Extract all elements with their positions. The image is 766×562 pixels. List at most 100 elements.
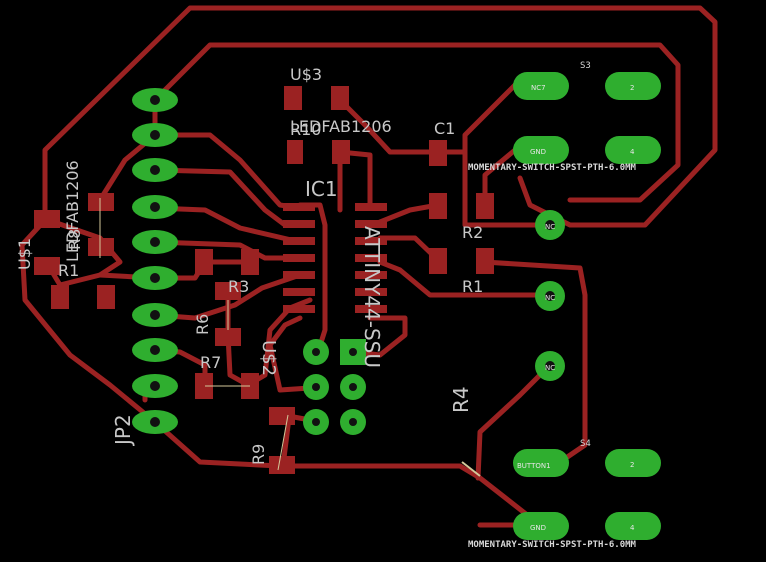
label-r1-left: R1 xyxy=(58,261,79,280)
trace-us2-loop xyxy=(267,315,313,393)
header-pin xyxy=(132,303,178,327)
silk-marks xyxy=(99,198,481,477)
smd-pad-r3-2 xyxy=(241,249,259,275)
label-jp2: JP2 xyxy=(111,414,135,447)
smd-pad-ic1-left-1 xyxy=(283,203,315,211)
trace-jp-6 xyxy=(152,272,303,321)
smd-pad-ic1-left-2 xyxy=(283,220,315,228)
smd-pad-ic1-right-4 xyxy=(355,254,387,262)
header-pin xyxy=(132,410,178,434)
trace-outer-loop xyxy=(19,5,718,425)
trace-jp-3 xyxy=(152,205,303,245)
smd-pad-us3-1 xyxy=(284,86,302,110)
trace-jp-2 xyxy=(152,167,303,228)
trace-r1-right xyxy=(481,259,588,465)
smd-pad-r1l-1 xyxy=(51,285,69,309)
smd-pad-r2-1 xyxy=(476,193,494,219)
smd-pad-ic1-right-3 xyxy=(355,237,387,245)
s4-pad-4-label: 4 xyxy=(630,524,635,532)
smd-pad-ic1-right-1 xyxy=(355,203,387,211)
smd-pad-r6-2 xyxy=(215,328,241,346)
label-us2: U$2 xyxy=(258,340,279,376)
trace-r4-vertical xyxy=(475,362,553,481)
header-jp2 xyxy=(132,88,178,434)
smd-pad-r3-1 xyxy=(195,249,213,275)
vias: NC NC NC xyxy=(535,210,565,381)
trace-led-left-bottom xyxy=(45,217,123,288)
label-r10: R10 xyxy=(290,120,321,139)
label-r8: R8 xyxy=(65,229,84,250)
header-pin xyxy=(132,123,178,147)
smd-pad-ic1-left-5 xyxy=(283,271,315,279)
label-r4: R4 xyxy=(449,386,473,413)
smd-pad-r10-1 xyxy=(287,140,303,164)
smd-pad-c1-1 xyxy=(429,140,447,166)
label-r9: R9 xyxy=(249,444,268,465)
smd-pad-r9-1 xyxy=(269,407,295,425)
smd-pad-r7-1 xyxy=(195,373,213,399)
s3-pad-2 xyxy=(605,72,661,100)
smd-pad-r6-1 xyxy=(215,282,241,300)
header-pin xyxy=(132,195,178,219)
s3-pad-4-label: 4 xyxy=(630,148,635,156)
label-us3: U$3 xyxy=(290,65,322,84)
smd-pad-r10-2 xyxy=(332,140,350,164)
connector-us2 xyxy=(303,339,366,435)
trace-ic-bottom xyxy=(352,315,408,358)
s3-pad-1-label: NC7 xyxy=(531,84,546,92)
header-pin xyxy=(132,338,178,362)
smd-pad-ic1-right-5 xyxy=(355,271,387,279)
trace-pin-r2 xyxy=(377,202,441,225)
label-r3: R3 xyxy=(228,277,249,296)
label-switch-bottom: MOMENTARY-SWITCH-SPST-PTH-6.0MM xyxy=(468,540,637,550)
s3-pad-2-label: 2 xyxy=(630,84,634,92)
smd-pad-r1l-2 xyxy=(97,285,115,309)
s4-pad-3-label: GND xyxy=(530,524,546,532)
smd-pad-r8-2 xyxy=(88,238,114,256)
s3-pad-3 xyxy=(513,136,569,164)
s4-pad-2-label: 2 xyxy=(630,461,634,469)
label-r1: R1 xyxy=(462,277,483,296)
via-label: NC xyxy=(545,364,555,372)
smd-pad-us1-1 xyxy=(34,210,60,228)
smd-pads xyxy=(34,86,494,474)
smd-pad-r8-1 xyxy=(88,193,114,211)
label-s3: S3 xyxy=(580,61,591,71)
label-r2: R2 xyxy=(462,223,483,242)
smd-pad-r9-2 xyxy=(269,456,295,474)
smd-pad-r1-1 xyxy=(429,248,447,274)
smd-pad-ic1-right-2 xyxy=(355,220,387,228)
smd-pad-c1-2 xyxy=(429,193,447,219)
smd-pad-ic1-right-6 xyxy=(355,288,387,296)
label-ic1: IC1 xyxy=(305,177,338,201)
label-r7: R7 xyxy=(200,353,221,372)
smd-pad-us3-2 xyxy=(331,86,349,110)
smd-pad-ic1-right-7 xyxy=(355,305,387,313)
label-ledfab-left: LEDFAB1206 xyxy=(63,160,82,262)
s4-pad-2 xyxy=(605,449,661,477)
smd-pad-ic1-left-7 xyxy=(283,305,315,313)
s3-pad-4 xyxy=(605,136,661,164)
smd-pad-us1-2 xyxy=(34,257,60,275)
via-label: NC xyxy=(545,294,555,302)
switch-s3: NC7 2 GND 4 xyxy=(513,72,661,164)
label-us1: U$1 xyxy=(15,238,34,270)
via-label: NC xyxy=(545,223,555,231)
s4-pad-1-label: BUTTON1 xyxy=(517,462,551,470)
label-s4: S4 xyxy=(580,439,591,449)
smd-pad-ic1-left-4 xyxy=(283,254,315,262)
header-pin xyxy=(132,88,178,112)
s3-pad-1 xyxy=(513,72,569,100)
s3-pad-3-label: GND xyxy=(530,148,546,156)
trace-pin-r1b xyxy=(377,259,551,298)
s4-pad-1 xyxy=(513,449,569,477)
label-attiny: ATTINY44-SSU xyxy=(360,226,384,368)
smd-pad-r1-2 xyxy=(476,248,494,274)
label-c1: C1 xyxy=(434,119,455,138)
label-ledfab-top: LEDFAB1206 xyxy=(290,117,392,136)
label-r6: R6 xyxy=(193,314,212,335)
switch-s4: BUTTON1 2 GND 4 xyxy=(513,449,661,540)
smd-pad-ic1-left-3 xyxy=(283,237,315,245)
header-pin xyxy=(132,158,178,182)
